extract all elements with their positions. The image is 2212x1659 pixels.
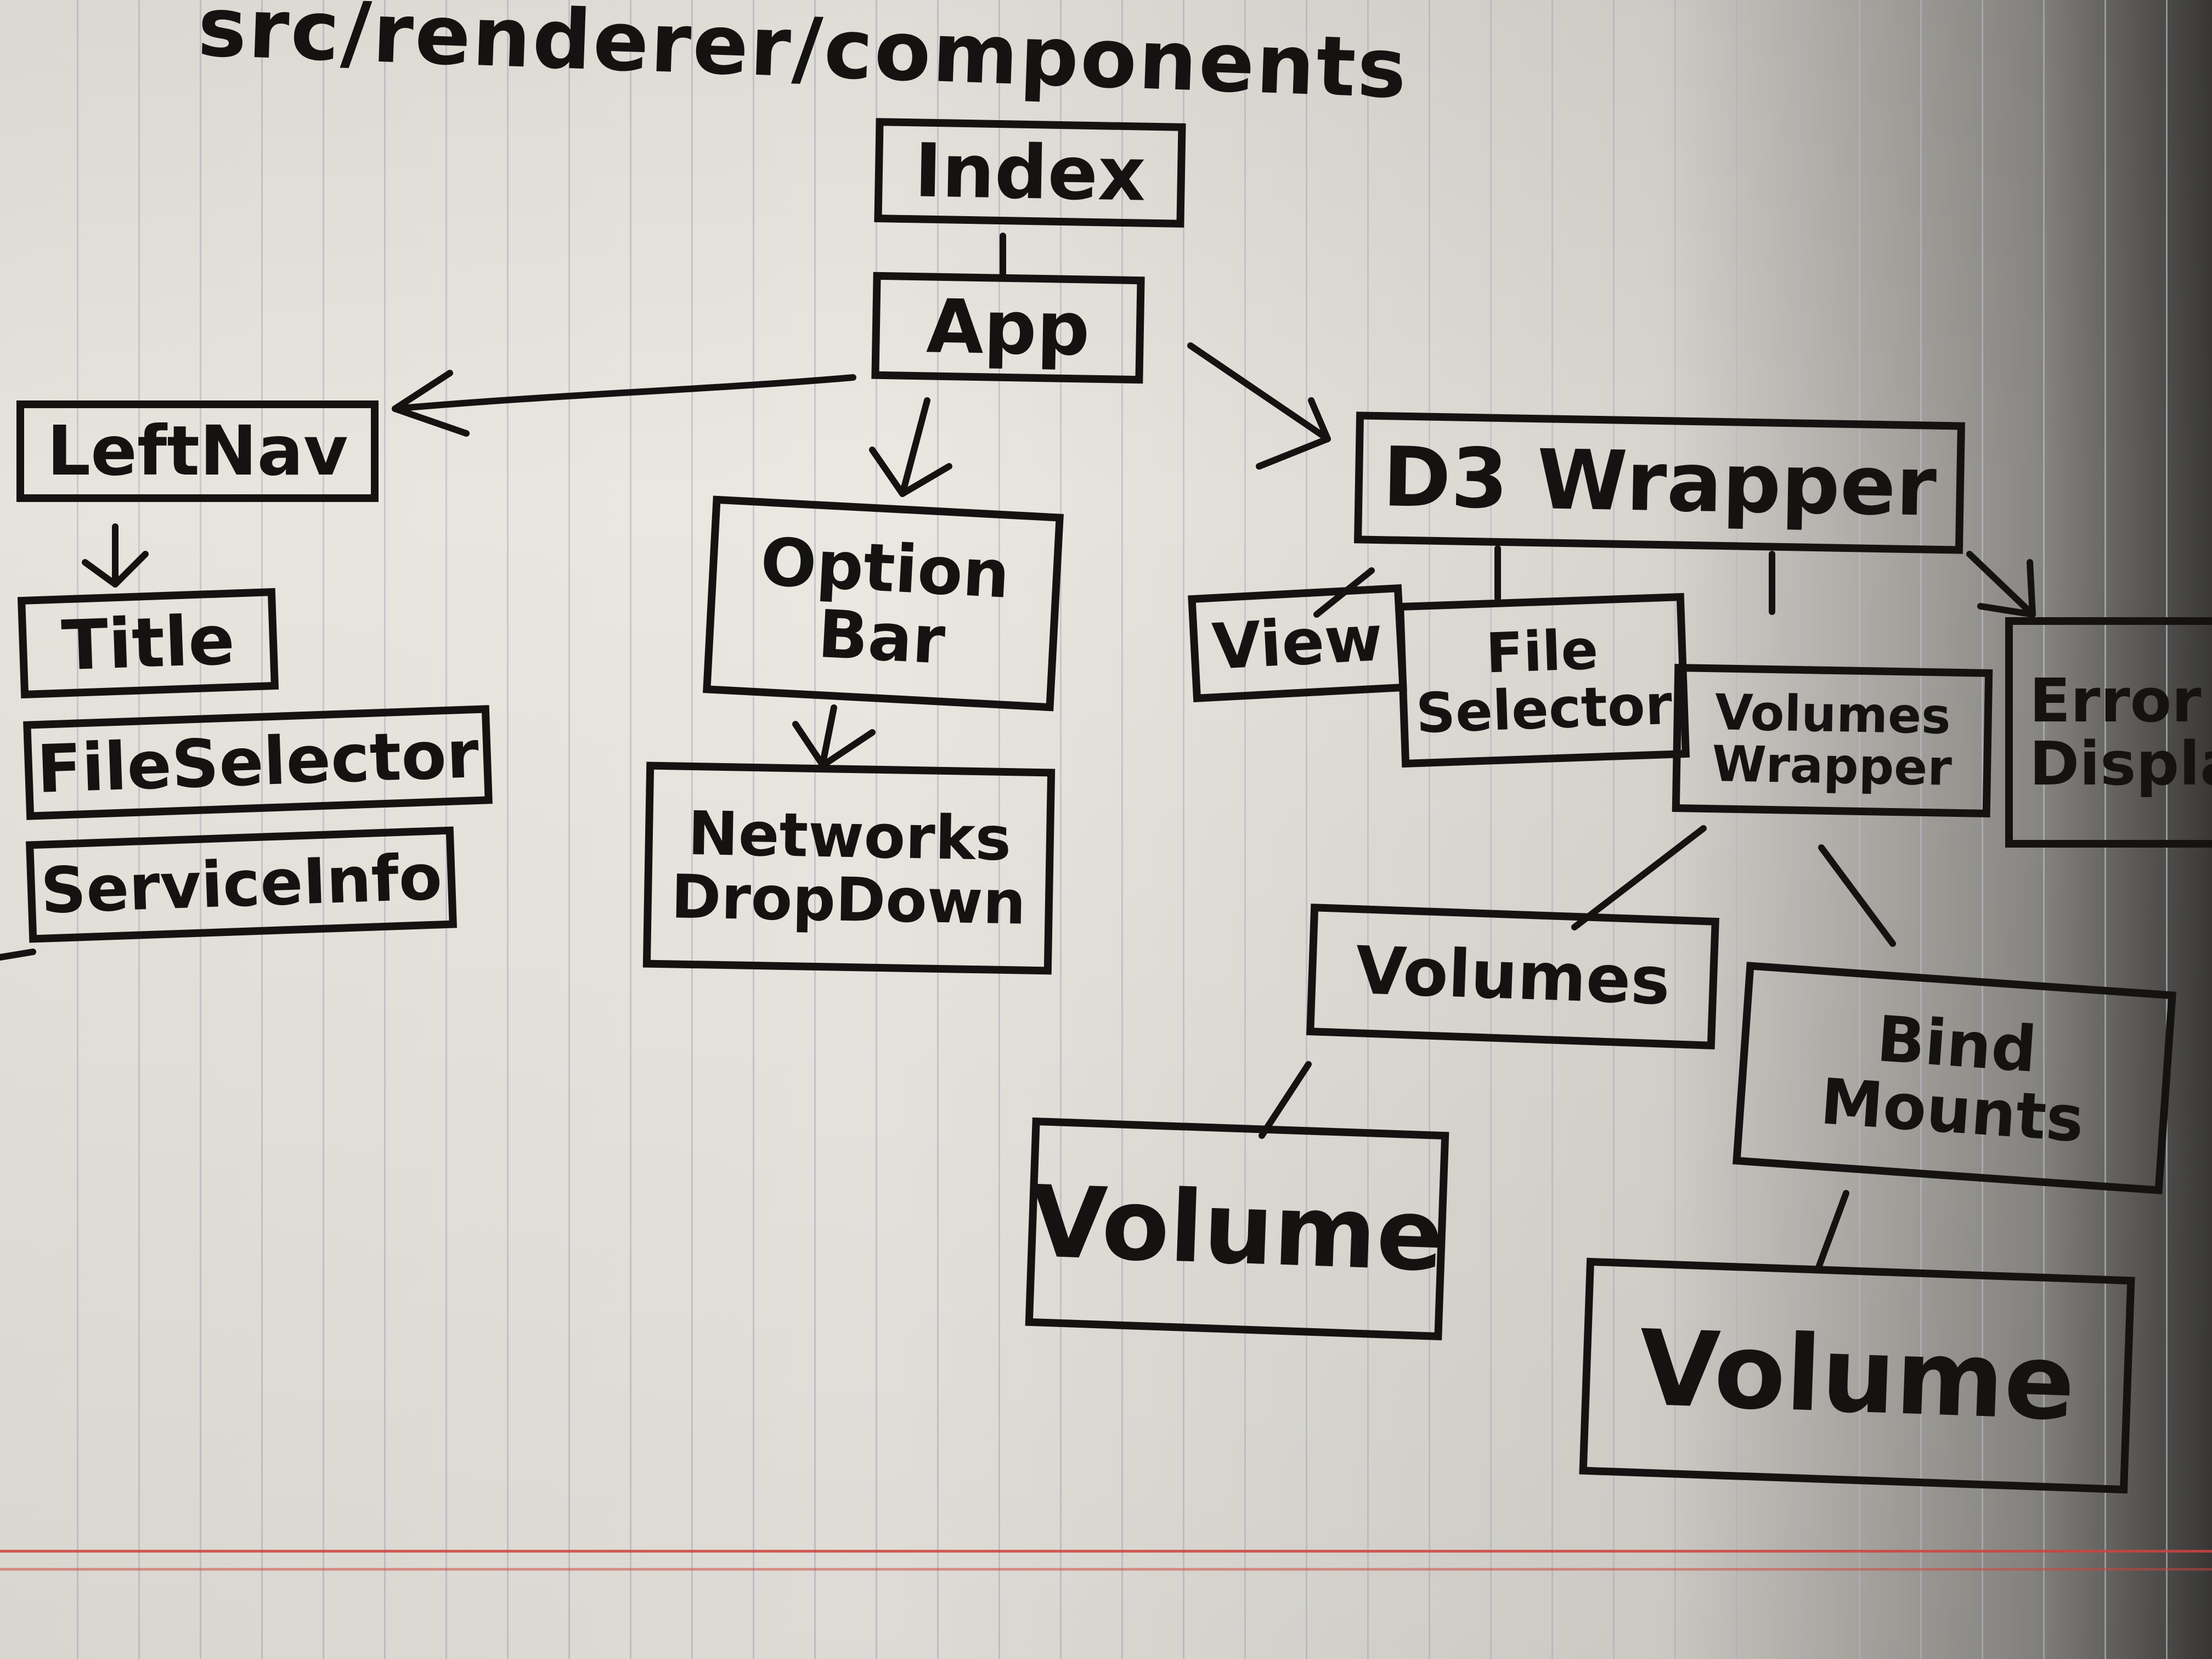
node-leftnav: LeftNav [16,400,379,502]
ruling-line [2043,0,2045,1659]
ruling-line [1674,0,1676,1659]
connector-vw-bindmounts [1818,844,1896,947]
node-volumes: Volumes [1306,904,1719,1049]
ruling-line [77,0,78,1659]
ruling-line [2166,0,2168,1659]
connector-bindmounts-volume [1815,1190,1849,1271]
ruling-line [138,0,140,1659]
node-view: View [1188,584,1407,703]
ruling-line [876,0,877,1659]
left-edge-stroke [0,949,36,961]
ruling-line [568,0,570,1659]
ruling-line [1121,0,1123,1659]
node-volumeswrapper: Volumes Wrapper [1672,663,1993,818]
ruling-line [1490,0,1492,1659]
connector-app-leftnav [392,374,856,412]
ruling-line [998,0,1000,1659]
node-volume-a: Volume [1025,1117,1449,1341]
ruling-line [1920,0,1922,1659]
node-serviceinfo: ServiceInfo [26,826,457,943]
ruling-line [691,0,693,1659]
ruling-line [1982,0,1983,1659]
ruling-line [2104,0,2106,1659]
ruling-line [937,0,939,1659]
node-volume-b: Volume [1579,1257,2135,1494]
node-optionbar: Option Bar [703,495,1064,712]
connector-app-optionbar [899,397,930,497]
ruling-line [445,0,447,1659]
arrowhead-leftnav [392,370,470,437]
connector-d3-errordisplay [1966,551,2033,615]
ruling-line [1797,0,1799,1659]
connector-vw-volumes [1571,825,1707,930]
ruling-line [630,0,631,1659]
connector-app-d3wrapper [1187,342,1331,442]
arrowhead-optionbar [869,447,952,497]
node-errordisplay: Error Display [2005,617,2212,848]
ruling-line [1183,0,1184,1659]
connector-volumes-volume [1259,1061,1312,1139]
ruling-line [1613,0,1615,1659]
ruling-line [1551,0,1553,1659]
node-networksdropdown: Networks DropDown [642,761,1056,975]
ruling-line [384,0,386,1659]
ruling-line [323,0,324,1659]
ruling-line [261,0,263,1659]
node-bindmounts: Bind Mounts [1733,962,2176,1194]
node-title: Title [17,588,279,699]
node-fileselector-d3: File Selector [1396,592,1690,768]
ruling-line [1060,0,1062,1659]
ruling-line [1736,0,1737,1659]
arrowhead-errordisplay [1977,559,2036,618]
ruling-line [814,0,816,1659]
arrowhead-title [82,551,149,588]
arrowhead-d3wrapper [1256,397,1331,470]
red-margin-line-secondary [0,1568,2212,1571]
node-fileselector-left: FileSelector [23,705,493,820]
ruling-line [507,0,509,1659]
ruling-line [1859,0,1860,1659]
connector-optionbar-networks [820,704,837,766]
ruling-line [1429,0,1430,1659]
node-index: Index [874,118,1186,228]
ruling-line [753,0,754,1659]
ruling-line [200,0,201,1659]
node-app: App [871,272,1145,384]
red-margin-line [0,1550,2212,1553]
node-d3wrapper: D3 Wrapper [1353,411,1966,554]
ruling-line [1244,0,1246,1659]
ruling-line [1367,0,1369,1659]
arrowhead-networks [792,721,876,769]
ruling-line [1306,0,1307,1659]
connector-d3-view [1313,567,1375,618]
